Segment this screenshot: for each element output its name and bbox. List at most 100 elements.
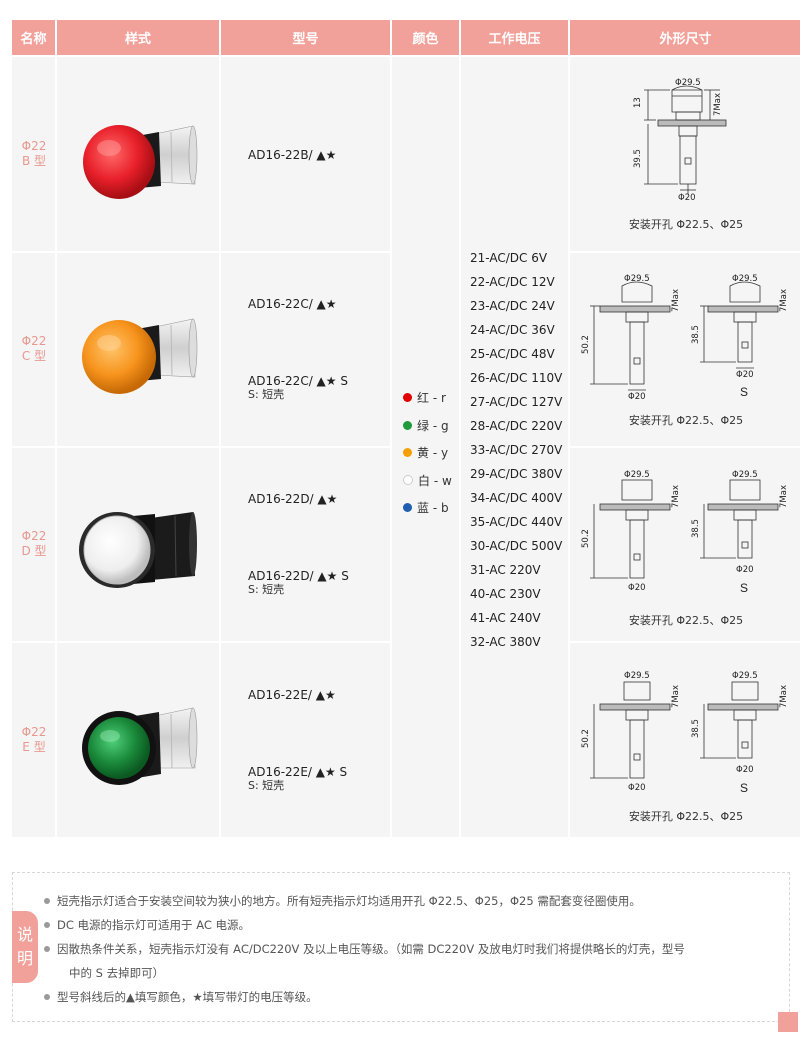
dim-label: Φ20 [628, 783, 646, 793]
voltage-item: 27-AC/DC 127V [470, 395, 563, 409]
model-b-1: AD16-22B/ ▲★ [248, 148, 337, 162]
voltage-item: 33-AC/DC 270V [470, 443, 563, 457]
dim-label: 50.2 [581, 529, 591, 548]
note-item: 型号斜线后的▲填写颜色，★填写带灯的电压等级。 [44, 985, 777, 1009]
short-label: S [740, 781, 748, 795]
yellow-dot-icon [403, 448, 412, 458]
dim-label: Φ29.5 [624, 671, 650, 681]
color-red: 红 - r [403, 384, 452, 412]
color-label: 绿 - g [417, 418, 449, 433]
model-cell-d [221, 448, 390, 641]
model-cell-b [221, 57, 390, 251]
dim-label: 50.2 [581, 335, 591, 354]
dim-cell-b [570, 57, 800, 251]
dim-label: Φ29.5 [732, 470, 758, 480]
header-name: 名称 [12, 20, 55, 55]
short-label: S [740, 385, 748, 399]
header-style: 样式 [57, 20, 219, 55]
dim-label: Φ29.5 [732, 671, 758, 681]
dim-cell-d [570, 448, 800, 641]
dim-cell-c [570, 253, 800, 446]
dim-label: Φ20 [628, 392, 646, 402]
dim-label: 7Max [671, 485, 681, 508]
dim-label: 7Max [713, 93, 723, 116]
dim-label: Φ29.5 [624, 274, 650, 284]
dimension-drawing-d: Φ29.5 Φ29.5 Φ20 Φ20 50.2 38.5 7Max 7Max … [581, 470, 789, 595]
dim-label: 7Max [779, 685, 789, 708]
dimension-drawing-b: Φ29.5 Φ20 13 39.5 7Max [633, 78, 727, 203]
mounting-caption-c: 安装开孔 Φ22.5、Φ25 [628, 414, 744, 427]
voltage-item: 22-AC/DC 12V [470, 275, 555, 289]
dim-label: Φ20 [736, 765, 754, 775]
dim-label: 7Max [779, 485, 789, 508]
voltage-item: 28-AC/DC 220V [470, 419, 563, 433]
red-dot-icon [403, 393, 412, 403]
dim-label: 38.5 [691, 519, 701, 538]
mounting-caption-d: 安装开孔 Φ22.5、Φ25 [628, 614, 744, 627]
header-model: 型号 [221, 20, 390, 55]
color-label: 蓝 - b [417, 501, 449, 516]
dim-label: 39.5 [633, 149, 643, 168]
page-marker [778, 1012, 798, 1032]
dim-label: Φ20 [736, 565, 754, 575]
name-cell-e [12, 643, 55, 837]
dim-label: 7Max [779, 289, 789, 312]
voltage-item: 29-AC/DC 380V [470, 467, 563, 481]
dimension-drawing-e: Φ29.5 Φ29.5 Φ20 Φ20 50.2 38.5 7Max 7Max … [581, 671, 789, 795]
model-cell-c [221, 253, 390, 446]
voltage-item: 23-AC/DC 24V [470, 299, 555, 313]
name-cell-b [12, 57, 55, 251]
color-cell [392, 57, 459, 837]
dimension-drawing-c: Φ29.5 Φ29.5 Φ20 Φ20 50.2 38.5 7Max 7Max … [581, 274, 789, 402]
lamp-image-white [79, 512, 197, 588]
dim-label: Φ29.5 [732, 274, 758, 284]
model-cell-e [221, 643, 390, 837]
voltage-item: 26-AC/DC 110V [470, 371, 563, 385]
color-label: 红 - r [417, 391, 446, 406]
dim-label: 38.5 [691, 719, 701, 738]
voltage-item: 40-AC 230V [470, 587, 541, 601]
voltage-item: 24-AC/DC 36V [470, 323, 555, 337]
note-continuation: 中的 S 去掉即可） [69, 966, 165, 980]
voltage-item: 34-AC/DC 400V [470, 491, 563, 505]
dim-label: Φ29.5 [624, 470, 650, 480]
green-dot-icon [403, 420, 412, 430]
dim-label: Φ29.5 [675, 78, 701, 88]
header-dimensions: 外形尺寸 [570, 20, 800, 55]
color-label: 白 - w [418, 473, 452, 488]
white-dot-icon [403, 475, 413, 486]
notes-box: 说明 短壳指示灯适合于安装空间较为狭小的地方。所有短壳指示灯均适用开孔 Φ22.… [12, 872, 790, 1022]
notes-tag: 说明 [12, 911, 38, 983]
color-white: 白 - w [403, 467, 452, 495]
note-item: 短壳指示灯适合于安装空间较为狭小的地方。所有短壳指示灯均适用开孔 Φ22.5、Φ… [44, 889, 777, 913]
lamp-image-red [83, 125, 198, 199]
dim-label: 7Max [671, 685, 681, 708]
voltage-item: 31-AC 220V [470, 563, 541, 577]
name-cell-d [12, 448, 55, 641]
lamp-image-yellow [82, 318, 198, 394]
color-green: 绿 - g [403, 412, 452, 440]
header-color: 颜色 [392, 20, 459, 55]
voltage-item: 21-AC/DC 6V [470, 251, 548, 265]
dim-label: 13 [633, 97, 643, 108]
header-voltage: 工作电压 [461, 20, 568, 55]
color-yellow: 黄 - y [403, 439, 452, 467]
lamp-image-green [82, 707, 198, 785]
model-c-1: AD16-22C/ ▲★ [248, 297, 337, 311]
model-d-1: AD16-22D/ ▲★ [248, 492, 338, 506]
dim-label: Φ20 [678, 193, 696, 203]
dim-label: Φ20 [628, 583, 646, 593]
voltage-item: 30-AC/DC 500V [470, 539, 563, 553]
color-label: 黄 - y [417, 446, 449, 461]
voltage-list: 21-AC/DC 6V 22-AC/DC 12V 23-AC/DC 24V 24… [470, 246, 562, 654]
color-blue: 蓝 - b [403, 494, 452, 522]
name-cell-c [12, 253, 55, 446]
dim-label: 38.5 [691, 325, 701, 344]
dim-label: 50.2 [581, 729, 591, 748]
